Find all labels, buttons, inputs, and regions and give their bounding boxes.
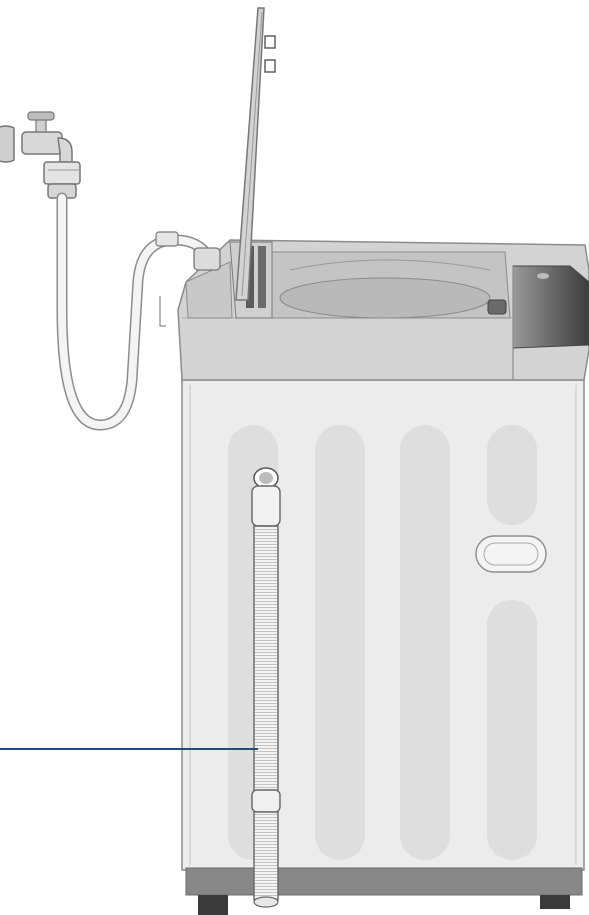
inlet-connector (194, 248, 220, 270)
machine-base (186, 868, 582, 915)
side-emboss (400, 425, 450, 860)
water-tap-icon (0, 112, 80, 198)
drain-hose (252, 468, 280, 907)
tap-connector (44, 162, 80, 184)
cabinet-side-panel (182, 380, 584, 870)
lid-hinge (265, 36, 275, 48)
side-emboss (487, 600, 537, 860)
detergent-slot (258, 246, 266, 308)
handle-recess (476, 536, 546, 572)
lid-hinge (265, 60, 275, 72)
foot (198, 895, 228, 915)
foot (540, 895, 570, 909)
side-emboss (487, 425, 537, 525)
side-emboss (315, 425, 365, 860)
hose-clamp (156, 232, 178, 246)
